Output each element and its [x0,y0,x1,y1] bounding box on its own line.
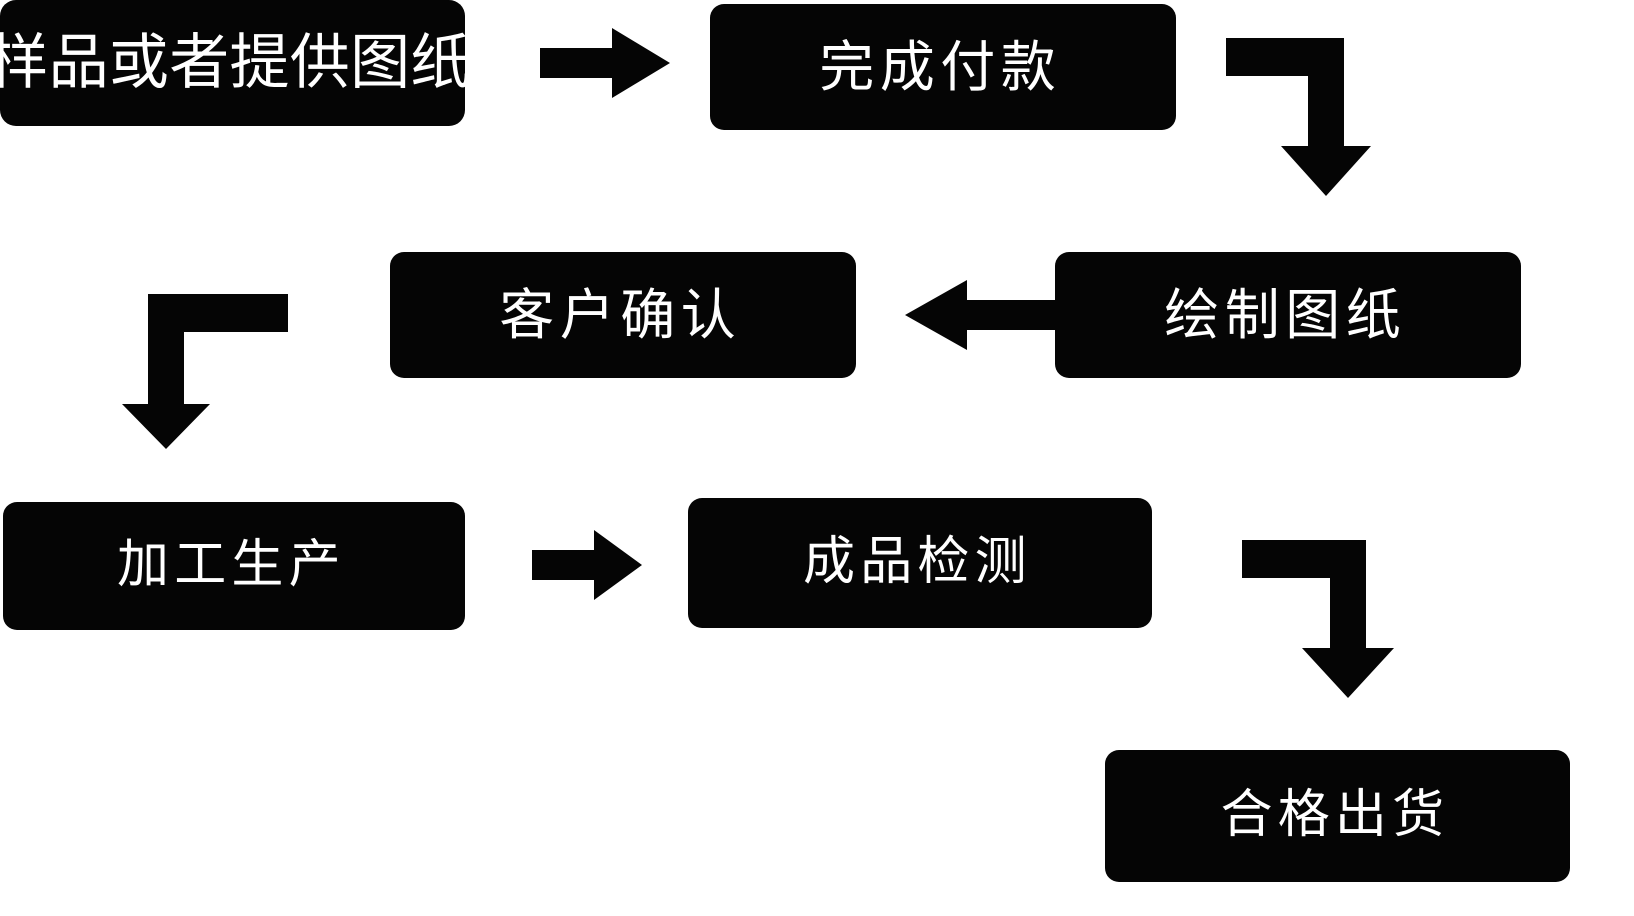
node-label: 客户确认 [499,283,742,346]
node-label: 完成付款 [819,35,1062,98]
node-label: 成品检测 [803,533,1032,592]
node-sample-or-drawing[interactable]: 样品或者提供图纸 [0,0,470,126]
connector-confirm-to-production [118,294,298,449]
connector-payment-to-drawing [1226,38,1406,198]
connector-production-to-inspection [532,530,642,600]
node-label: 绘制图纸 [1164,283,1407,346]
node-customer-confirm[interactable]: 客户确认 [390,252,856,378]
node-label: 合格出货 [1220,786,1450,845]
connector-drawing-to-confirm [905,280,1055,350]
node-label: 样品或者提供图纸 [0,29,471,96]
node-complete-payment[interactable]: 完成付款 [710,4,1176,130]
node-draw-drawing[interactable]: 绘制图纸 [1055,252,1521,378]
node-finished-inspection[interactable]: 成品检测 [688,498,1152,628]
node-production[interactable]: 加工生产 [3,502,465,630]
node-qualified-shipment[interactable]: 合格出货 [1105,750,1570,882]
connector-sample-to-payment [540,28,670,98]
connector-inspection-to-shipment [1242,540,1422,700]
node-label: 加工生产 [117,536,346,595]
